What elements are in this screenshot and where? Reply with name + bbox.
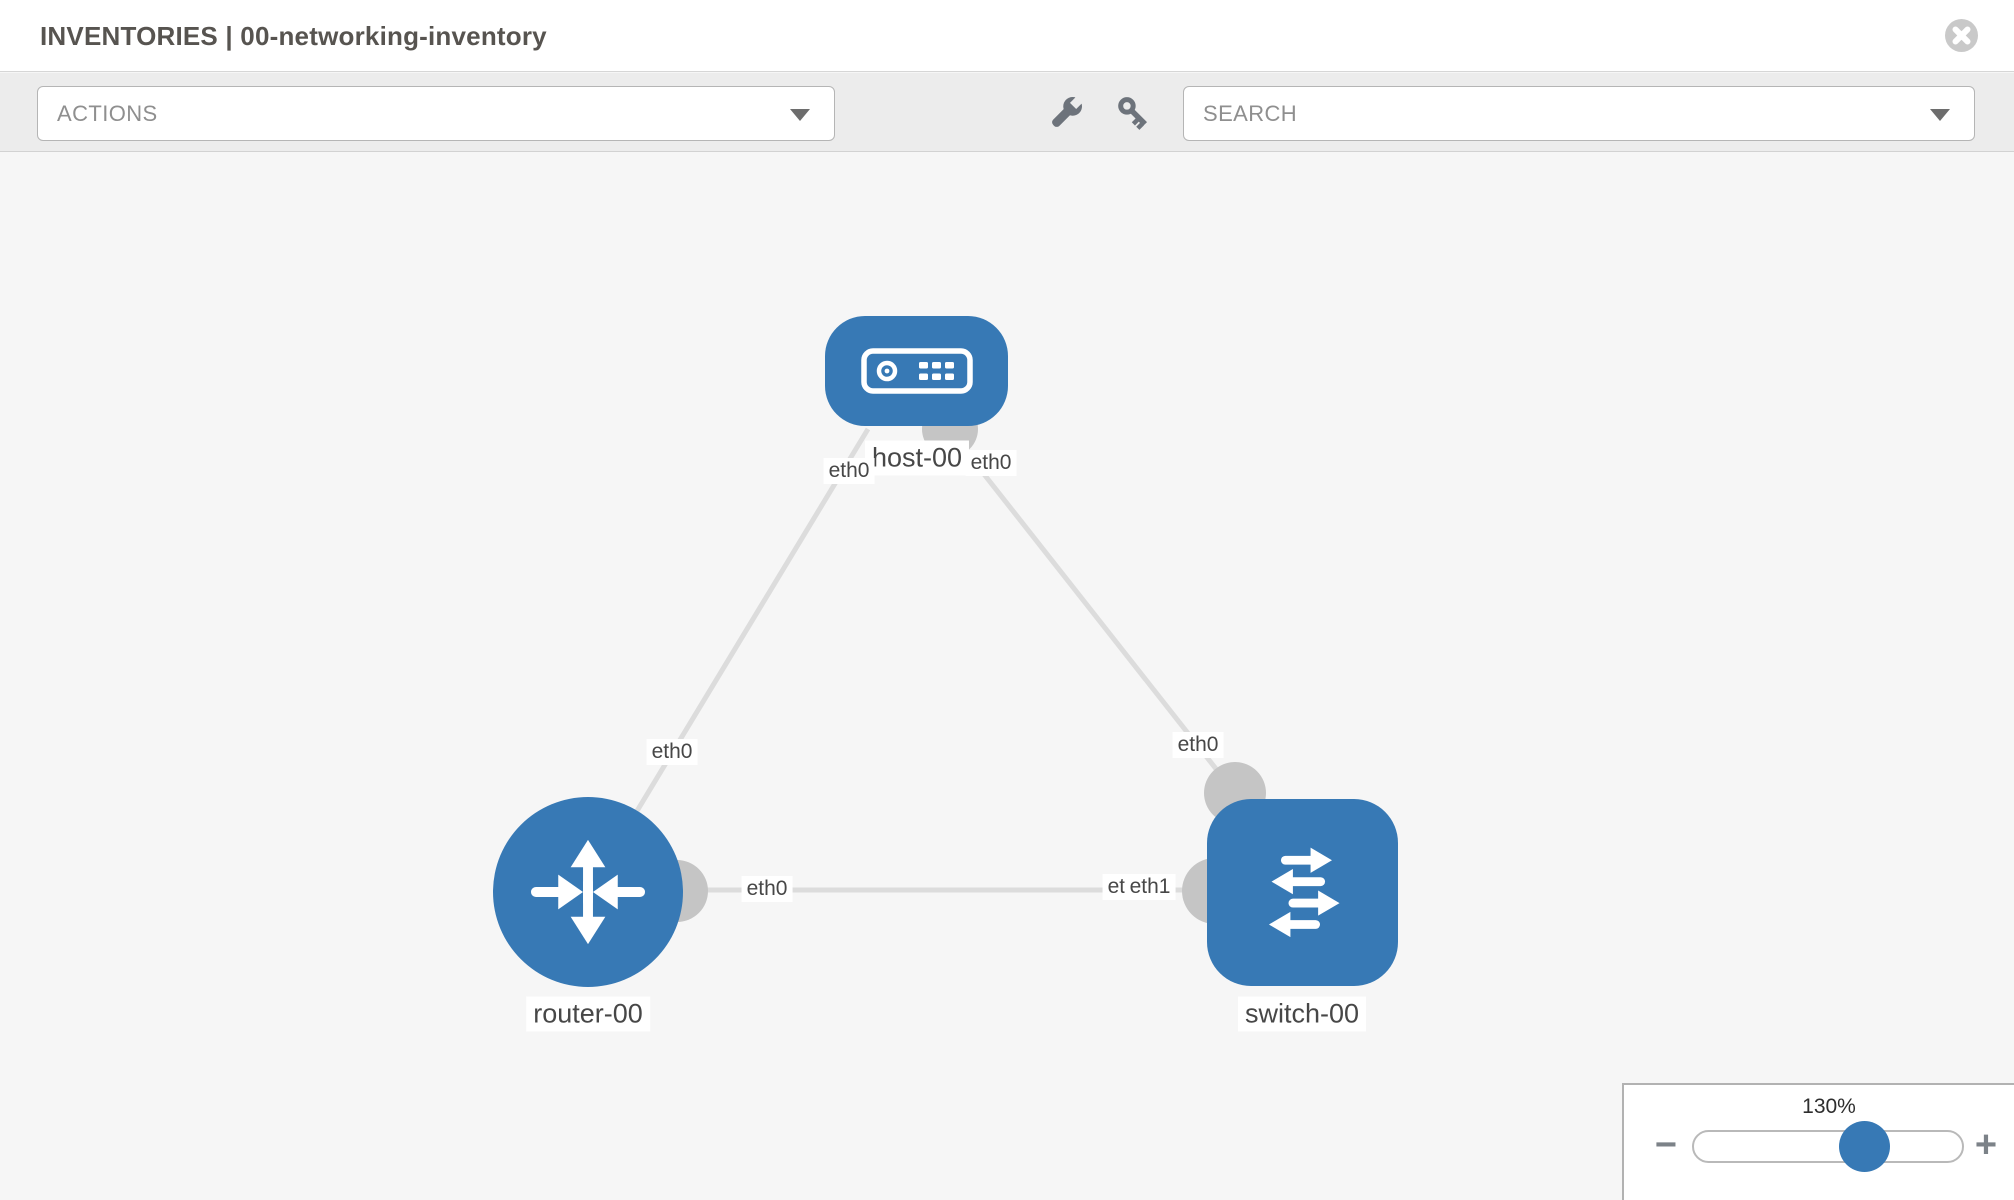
zoom-slider-handle[interactable] bbox=[1839, 1121, 1890, 1172]
zoom-in-button[interactable]: + bbox=[1974, 1124, 1998, 1166]
node-label-router: router-00 bbox=[526, 996, 650, 1032]
topology-canvas[interactable]: host-00 router-00 switch-00 eth0 eth0 et… bbox=[0, 153, 2014, 1200]
wrench-icon bbox=[1052, 95, 1084, 127]
zoom-slider-track[interactable] bbox=[1692, 1130, 1964, 1163]
chevron-down-icon bbox=[790, 109, 810, 121]
node-router-00[interactable] bbox=[493, 797, 683, 987]
zoom-control-panel: 130% − + bbox=[1622, 1083, 2014, 1200]
router-icon bbox=[530, 839, 646, 945]
interface-label: eth0 bbox=[965, 450, 1017, 476]
page-title: INVENTORIES | 00-networking-inventory bbox=[40, 21, 547, 51]
header-bar: INVENTORIES | 00-networking-inventory bbox=[0, 0, 2014, 72]
interface-label: eth0 bbox=[646, 739, 698, 765]
switch-icon bbox=[1268, 847, 1340, 937]
actions-dropdown-label: ACTIONS bbox=[57, 101, 158, 126]
zoom-level-value: 130% bbox=[1802, 1095, 1856, 1118]
node-host-00[interactable] bbox=[825, 316, 1008, 426]
actions-dropdown[interactable]: ACTIONS bbox=[37, 86, 835, 141]
interface-label: eth0 bbox=[741, 876, 793, 902]
zoom-out-button[interactable]: − bbox=[1654, 1124, 1678, 1166]
server-icon bbox=[860, 348, 973, 394]
node-label-switch: switch-00 bbox=[1237, 996, 1367, 1032]
interface-label: eth0 bbox=[823, 458, 875, 484]
interface-label: eth1 bbox=[1124, 874, 1176, 900]
search-dropdown-label: SEARCH bbox=[1203, 101, 1298, 126]
credentials-button[interactable] bbox=[1112, 91, 1156, 135]
topology-links-layer bbox=[585, 401, 1302, 924]
node-label-host: host-00 bbox=[864, 440, 970, 476]
search-dropdown[interactable]: SEARCH bbox=[1183, 86, 1975, 141]
configure-button[interactable] bbox=[1044, 91, 1088, 135]
key-icon bbox=[1118, 97, 1147, 130]
interface-label: eth0 bbox=[1172, 732, 1224, 758]
node-switch-00[interactable] bbox=[1207, 799, 1398, 986]
chevron-down-icon bbox=[1930, 109, 1950, 121]
toolbar: ACTIONS SEARC bbox=[0, 73, 2014, 152]
close-icon[interactable] bbox=[1945, 19, 1978, 52]
